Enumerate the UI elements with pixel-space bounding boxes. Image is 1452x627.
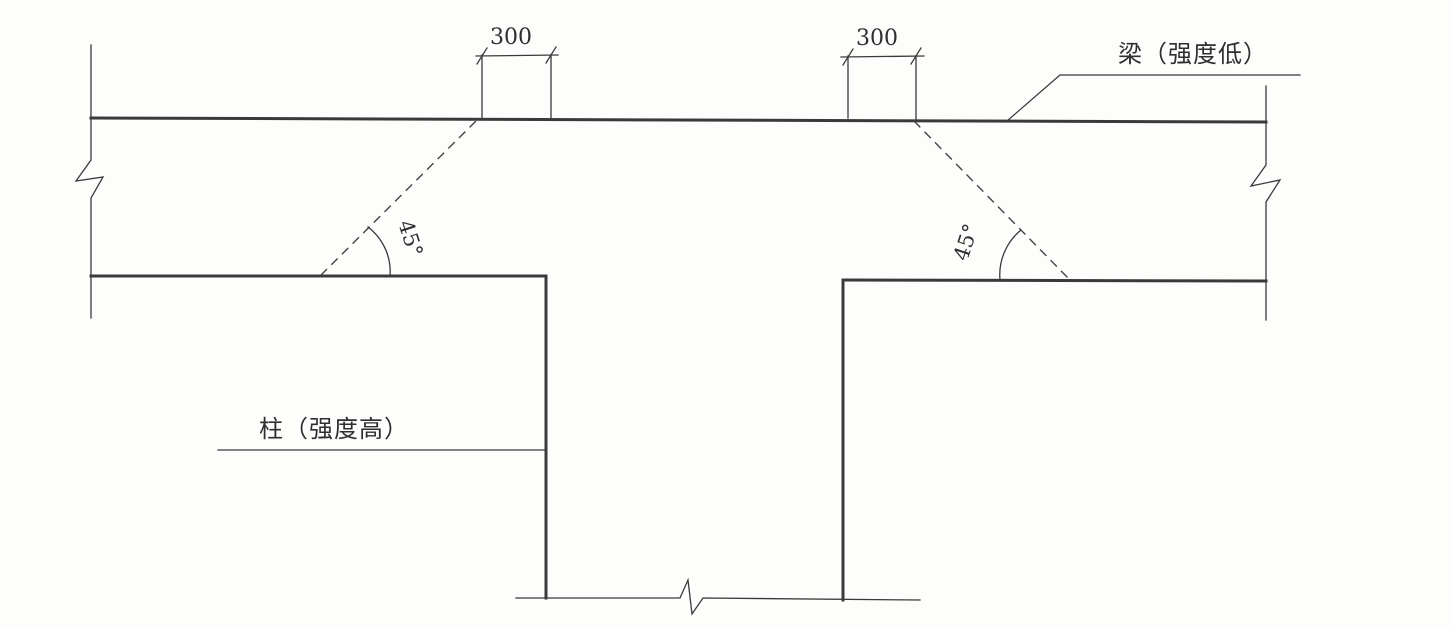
beam-label: 梁（强度低） xyxy=(1118,40,1268,68)
left-dimension-line xyxy=(475,54,559,57)
beam-bottom-right-edge xyxy=(841,278,1268,283)
right-beam-break-line xyxy=(1249,85,1282,321)
beam-top-edge xyxy=(89,116,1268,124)
left-dimension-tick-2 xyxy=(545,46,557,64)
beam-label-leader xyxy=(1006,74,1301,122)
right-dimension-text: 300 xyxy=(856,26,898,51)
column-label: 柱（强度高） xyxy=(259,415,409,443)
right-45-degree-dashed-line xyxy=(913,120,1071,281)
left-angle-label: 45° xyxy=(393,217,427,260)
right-dimension-tick-1 xyxy=(842,48,854,66)
right-angle-arc xyxy=(999,229,1022,281)
left-dimension-tick-1 xyxy=(476,47,488,65)
right-angle-label: 45° xyxy=(949,221,983,264)
right-dimension-line xyxy=(840,55,925,58)
column-bottom-break-line xyxy=(515,577,921,616)
left-dimension-text: 300 xyxy=(490,25,532,50)
right-dimension-tick-2 xyxy=(910,47,922,65)
left-angle-arc xyxy=(367,226,391,277)
left-45-degree-dashed-line xyxy=(319,120,477,277)
left-beam-break-line xyxy=(74,44,105,319)
